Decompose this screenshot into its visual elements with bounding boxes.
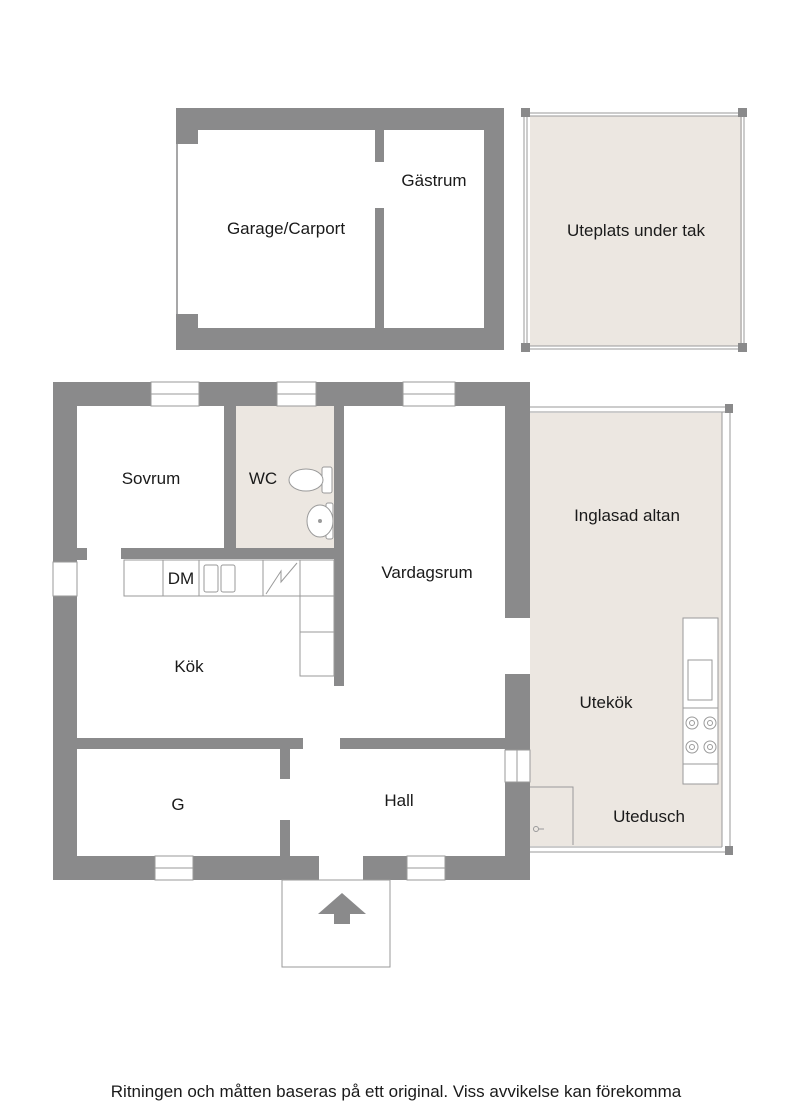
room-label-uteplats: Uteplats under tak — [567, 221, 705, 240]
uteplats-frame — [521, 108, 747, 352]
room-label-utekok: Utekök — [580, 693, 633, 712]
room-label-g: G — [171, 795, 184, 814]
altan-glazing — [530, 406, 731, 853]
room-label-garage: Garage/Carport — [227, 219, 345, 238]
fridge-icon — [265, 562, 298, 595]
stove-icon — [685, 716, 717, 754]
sink-icon — [306, 502, 334, 540]
disclaimer-text: Ritningen och måtten baseras på ett orig… — [110, 1082, 682, 1101]
floor-uteplats — [530, 116, 742, 346]
outdoor-kitchen-counter — [682, 617, 719, 785]
room-label-altan: Inglasad altan — [574, 506, 680, 525]
room-label-vardagsrum: Vardagsrum — [381, 563, 472, 582]
room-label-hall: Hall — [384, 791, 413, 810]
altan-post — [725, 846, 733, 855]
room-label-utedusch: Utedusch — [613, 807, 685, 826]
sink-icon — [203, 564, 236, 593]
main-house-walls — [53, 382, 530, 880]
appliance-label-dm: DM — [168, 569, 194, 588]
shower-icon — [530, 786, 574, 845]
room-label-kok: Kök — [174, 657, 204, 676]
room-label-wc: WC — [249, 469, 277, 488]
altan-post — [725, 404, 733, 413]
room-label-sovrum: Sovrum — [122, 469, 181, 488]
room-label-gastrum: Gästrum — [401, 171, 466, 190]
windows — [52, 381, 531, 881]
kitchen-counters — [123, 559, 335, 677]
entrance-arrow-icon — [318, 893, 366, 924]
garage-building-walls — [176, 108, 504, 350]
toilet-icon — [288, 466, 333, 494]
interior-walls — [77, 406, 505, 856]
